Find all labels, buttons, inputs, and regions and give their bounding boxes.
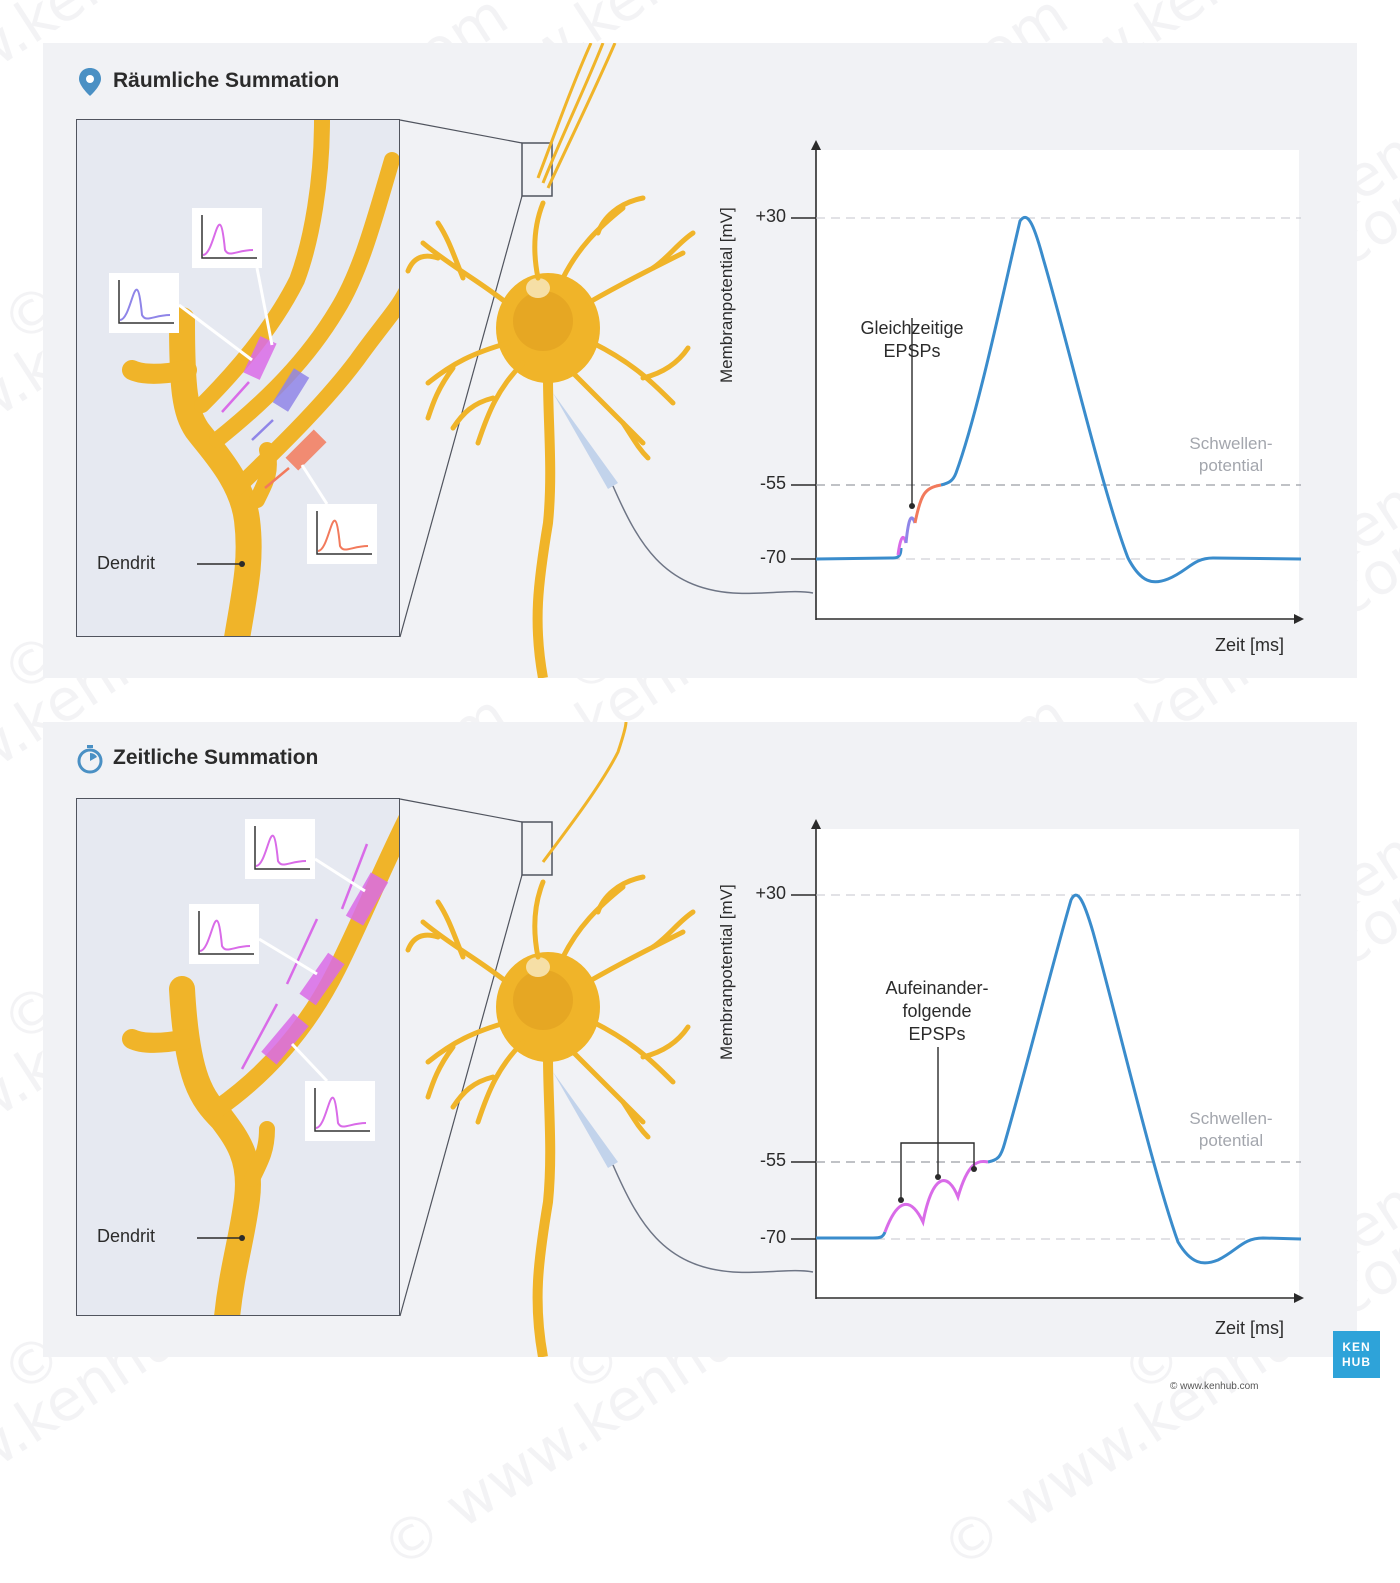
logo-line1: KEN [1342, 1340, 1371, 1354]
annotation-line2: EPSPs [883, 341, 941, 361]
threshold-label-line2: potential [1198, 1131, 1264, 1150]
panel-title: Zeitliche Summation [113, 746, 319, 769]
action-potential-trace [940, 215, 1302, 584]
logo-line2: HUB [1342, 1355, 1371, 1369]
y-axis-label: Membranpotential [mV] [717, 884, 736, 1060]
action-potential-trace [987, 893, 1302, 1265]
location-pin-icon [79, 68, 101, 96]
dendrite-label: Dendrit [97, 553, 156, 573]
annotation-line1: Gleichzeitige [860, 318, 964, 338]
x-axis-label: Zeit [ms] [1215, 635, 1285, 655]
dendrite-zoom-inset: Dendrit [76, 119, 400, 637]
spatial-summation-panel: Räumliche Summation [43, 43, 1357, 678]
tick-label-plus30: +30 [755, 206, 786, 226]
dendrite-zoom-illustration [122, 814, 399, 1315]
successive-epsps [883, 1159, 989, 1233]
graph-background [816, 150, 1299, 620]
y-axis-arrow [811, 819, 821, 829]
threshold-label-line1: Schwellen- [1189, 1109, 1273, 1128]
graph-background [816, 829, 1299, 1299]
resting-trace [815, 547, 903, 561]
resting-trace [816, 1231, 887, 1240]
threshold-label: Schwellen- potential [1161, 1108, 1301, 1152]
threshold-label-line1: Schwellen- [1189, 434, 1273, 453]
tick-label-plus30: +30 [755, 883, 786, 903]
tick-label-minus70: -70 [759, 547, 786, 567]
dendrite-zoom-inset: Dendrit [76, 798, 400, 1316]
annotation-line1: Aufeinander- [885, 978, 989, 998]
stopwatch-icon [77, 745, 103, 774]
x-axis-arrow [1294, 614, 1304, 624]
panel-title: Räumliche Summation [113, 69, 340, 92]
y-axis-label: Membranpotential [mV] [717, 207, 736, 383]
annotation-line3: EPSPs [908, 1024, 966, 1044]
annotation-line2: folgende [902, 1001, 972, 1021]
tick-label-minus70: -70 [759, 1227, 786, 1247]
kenhub-logo[interactable]: KEN HUB [1333, 1331, 1380, 1378]
threshold-label: Schwellen- potential [1161, 433, 1301, 477]
temporal-summation-panel: Zeitliche Summation [43, 722, 1357, 1357]
dendrite-zoom-illustration [109, 120, 399, 636]
epsp-annotation: Gleichzeitige EPSPs [833, 317, 991, 363]
epsp-red [913, 483, 942, 524]
x-axis-arrow [1294, 1293, 1304, 1303]
dendrite-label: Dendrit [97, 1226, 156, 1246]
membrane-potential-graph [791, 819, 1304, 1303]
y-axis-arrow [811, 140, 821, 150]
tick-label-minus55: -55 [759, 1150, 786, 1170]
membrane-potential-graph [791, 140, 1304, 624]
copyright-text: © www.kenhub.com [1170, 1381, 1259, 1392]
epsp-blue [904, 516, 917, 544]
threshold-label-line2: potential [1198, 456, 1264, 475]
x-axis-label: Zeit [ms] [1215, 1318, 1285, 1338]
epsp-annotation: Aufeinander- folgende EPSPs [855, 977, 1019, 1046]
tick-label-minus55: -55 [759, 473, 786, 493]
